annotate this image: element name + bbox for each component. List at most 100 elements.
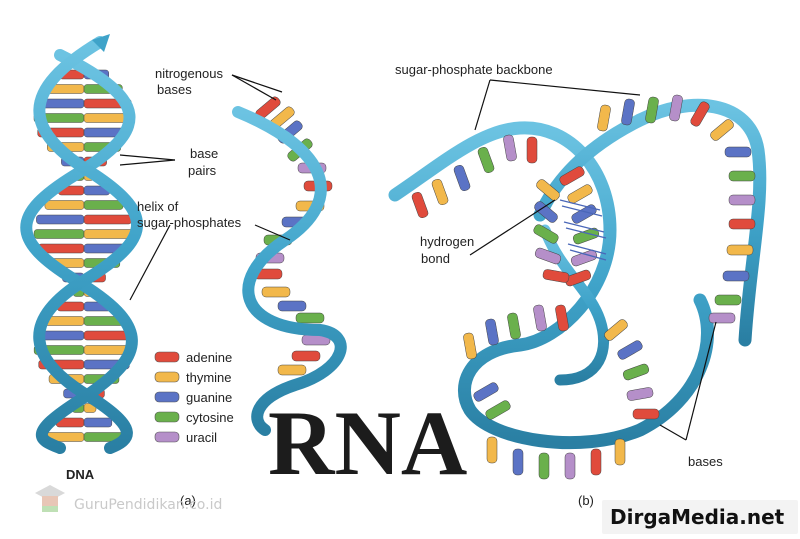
watermark-text: GuruPendidikan.co.id (74, 497, 222, 513)
rna-base (534, 201, 558, 223)
legend-item-adenine: adenine (154, 350, 232, 365)
graduation-cap-icon (35, 485, 65, 512)
rna-base (590, 448, 602, 476)
legend-label: guanine (186, 390, 232, 405)
bases-label: bases (688, 454, 723, 469)
rna-base (622, 363, 650, 381)
rna-base (724, 146, 752, 158)
rna-base (708, 312, 736, 324)
dna-base (83, 214, 132, 225)
rna-backbone-inner (539, 224, 610, 386)
dna-strand-1 (20, 49, 138, 454)
rna-backbone-loop (533, 98, 767, 347)
rna-base (431, 178, 449, 206)
rna-base (536, 179, 560, 201)
legend-label: cytosine (186, 410, 234, 425)
legend-swatch (154, 411, 180, 423)
rna-base (533, 304, 547, 332)
brand-badge: DirgaMedia.net (602, 500, 798, 534)
rna-base (690, 101, 710, 127)
dna-title: DNA (66, 467, 95, 482)
legend-label: thymine (186, 370, 232, 385)
big-title: RNA (268, 392, 467, 494)
rna-base (572, 227, 600, 245)
rna-base (486, 436, 498, 464)
rna-base (617, 340, 643, 360)
brand-text: DirgaMedia.net (610, 505, 785, 529)
legend-label: adenine (186, 350, 232, 365)
legend-swatch (154, 351, 180, 363)
rna-base (559, 166, 585, 186)
rna-base (564, 452, 576, 480)
rna-base (710, 119, 734, 141)
rna-base (485, 400, 511, 420)
dna-base (36, 214, 85, 225)
rna-base (512, 448, 524, 476)
legend: adenine thymine guanine cytosine uracil (154, 350, 234, 445)
legend-label: uracil (186, 430, 217, 445)
rna-base (485, 318, 499, 346)
rna-base (538, 452, 550, 480)
legend-swatch (154, 371, 180, 383)
rna-base (728, 170, 756, 182)
rna-base (567, 184, 593, 204)
legend-item-uracil: uracil (154, 430, 217, 445)
rna-folded-structure (388, 94, 767, 480)
rna-base (533, 224, 559, 244)
mid-base (295, 312, 325, 324)
rna-base (503, 134, 517, 162)
legend-swatch (154, 431, 180, 443)
mid-base (277, 300, 307, 312)
panel-a-label: (a) (180, 493, 196, 508)
rna-base (453, 164, 471, 192)
mid-base (291, 350, 321, 362)
dna-base (83, 200, 124, 210)
rna-base (542, 269, 570, 283)
rna-base (714, 294, 742, 306)
watermark: GuruPendidikan.co.id (35, 485, 222, 513)
mid-base (277, 364, 307, 376)
rna-base (411, 191, 429, 219)
rna-base (645, 96, 659, 124)
rna-base (463, 332, 477, 360)
legend-item-thymine: thymine (154, 370, 232, 385)
legend-swatch (154, 391, 180, 403)
rna-base (571, 204, 597, 224)
rna-base (728, 218, 756, 230)
hydrogen-bonds (559, 199, 607, 261)
dna-base (83, 417, 113, 428)
dna-arrow-tip (92, 34, 110, 52)
dna-base (44, 200, 85, 210)
rna-bases (411, 94, 756, 480)
dna-strand-2 (33, 36, 143, 454)
rna-base (477, 146, 495, 174)
dna-base (83, 229, 135, 239)
rna-base (621, 98, 635, 126)
rna-single-strand (232, 96, 347, 436)
rna-base (534, 247, 562, 265)
mid-strand-backbone (232, 106, 347, 436)
rna-base (728, 194, 756, 206)
rna-base (555, 304, 569, 332)
backbone-label: sugar-phosphate backbone (395, 62, 553, 77)
rna-base (507, 312, 521, 340)
rna-base (632, 408, 660, 420)
rna-base (473, 382, 499, 402)
leader-lines (119, 74, 717, 441)
rna-base (604, 319, 628, 341)
rna-base (726, 244, 754, 256)
rna-base (614, 438, 626, 466)
dna-double-helix (20, 34, 143, 454)
rna-backbone-main (388, 121, 714, 450)
rna-base (669, 94, 683, 122)
rna-base (626, 387, 654, 401)
legend-item-cytosine: cytosine (154, 410, 234, 425)
legend-item-guanine: guanine (154, 390, 232, 405)
panel-b-label: (b) (578, 493, 594, 508)
rna-base (722, 270, 750, 282)
